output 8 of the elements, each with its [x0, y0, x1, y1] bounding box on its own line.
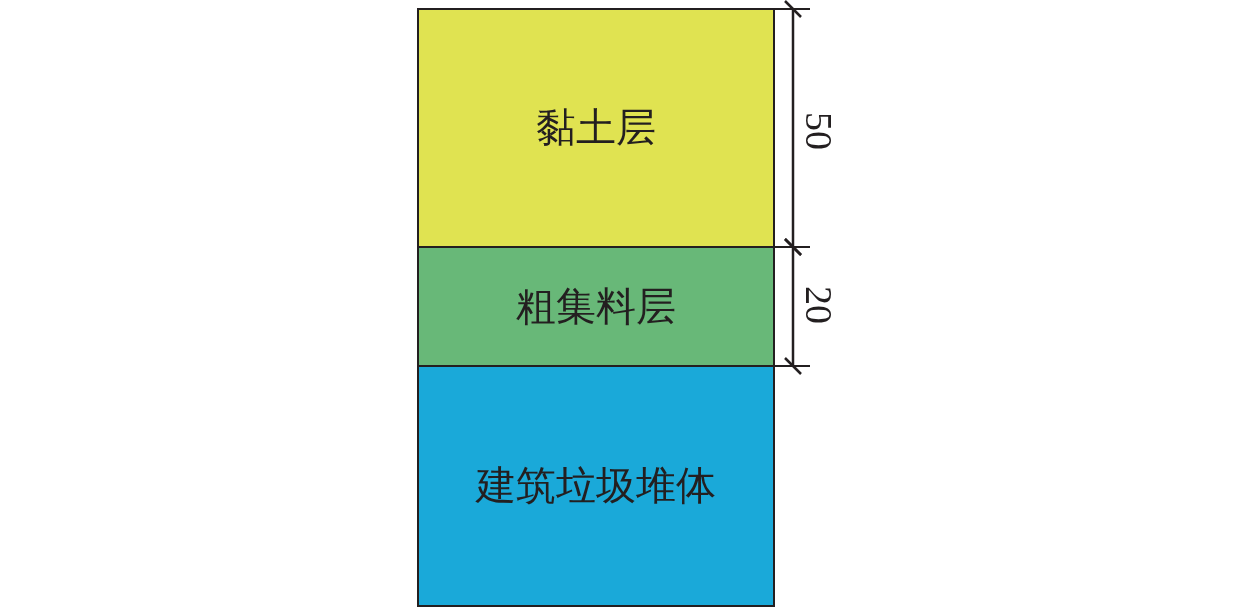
dimension-value: 50: [800, 112, 838, 150]
aggregate-layer: [417, 246, 775, 367]
layer-label: 粗集料层: [516, 284, 676, 329]
layer-label: 黏土层: [536, 106, 656, 150]
dimension-value: 20: [800, 286, 838, 324]
clay-layer: [417, 8, 775, 248]
layer-label: 建筑垃圾堆体: [476, 464, 716, 508]
debris-fill-layer: [417, 365, 775, 607]
